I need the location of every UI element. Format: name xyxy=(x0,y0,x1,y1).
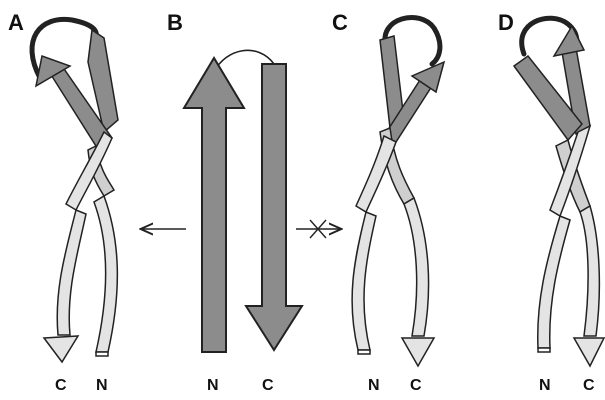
panel-a-hairpin xyxy=(32,19,118,362)
panel-c-label: C xyxy=(332,12,348,34)
panel-d-c-arrowhead xyxy=(574,338,604,366)
panel-c-n-end xyxy=(358,350,370,354)
panel-a-n-end xyxy=(96,352,108,356)
panel-b-left-terminus: N xyxy=(207,378,219,394)
panel-c-lower-left-strand xyxy=(352,212,376,350)
panel-d-hairpin xyxy=(514,18,604,366)
panel-d-lower-left-strand xyxy=(538,216,570,348)
panel-b-n-strand xyxy=(184,58,244,352)
panel-d-n-end xyxy=(538,348,550,352)
panel-a-left-terminus: C xyxy=(55,378,67,394)
panel-a-lower-right-strand xyxy=(94,196,117,352)
panel-b-c-strand xyxy=(246,64,302,350)
panel-d-left-terminus: N xyxy=(539,378,551,394)
blocked-arrow-b-to-c xyxy=(296,220,340,238)
panel-c-lower-right-strand xyxy=(404,198,429,336)
panel-b-label: B xyxy=(167,12,183,34)
panel-b-hairpin xyxy=(184,50,302,352)
panel-a-label: A xyxy=(8,12,24,34)
panel-d-lower-right-strand xyxy=(580,206,599,336)
panel-c-right-terminus: C xyxy=(410,378,422,394)
panel-c-hairpin xyxy=(352,18,444,366)
panel-a-lower-left-strand xyxy=(57,210,86,335)
panel-d-upper-arrowhead xyxy=(554,26,584,56)
panel-c-left-terminus: N xyxy=(368,378,380,394)
panel-a-right-terminus: N xyxy=(96,378,108,394)
panel-d-label: D xyxy=(498,12,514,34)
panel-d-right-terminus: C xyxy=(583,378,595,394)
panel-c-c-arrowhead xyxy=(402,338,434,366)
panel-a-c-arrowhead xyxy=(44,336,78,362)
panel-b-right-terminus: C xyxy=(262,378,274,394)
